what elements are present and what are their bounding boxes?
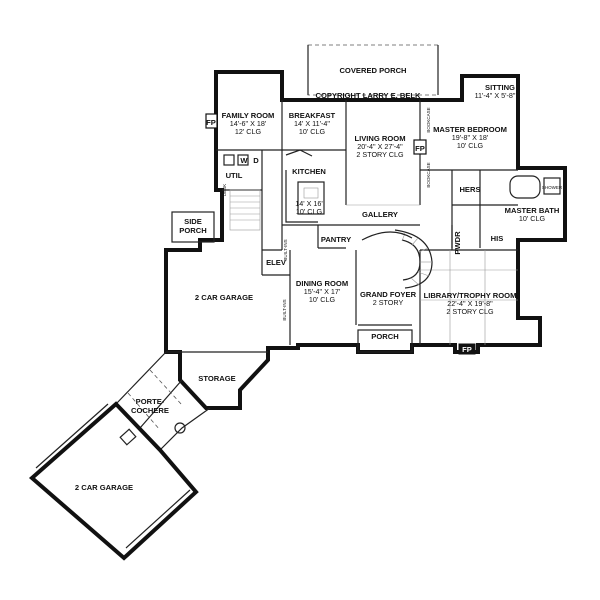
kitchen-clg: 10' CLG (296, 207, 323, 216)
covered-porch-label: COVERED PORCH (339, 66, 406, 75)
kitchen-size: 14' X 16' (295, 199, 323, 208)
family-room-clg: 12' CLG (235, 127, 262, 136)
utility-stair (229, 189, 261, 231)
living-room-clg: 2 STORY CLG (356, 150, 404, 159)
breakfast-clg: 10' CLG (299, 127, 326, 136)
kitchen-cooktop (303, 187, 319, 199)
porte-cochere-label-2: COCHERE (131, 406, 169, 415)
library-clg: 2 STORY CLG (446, 307, 494, 316)
main-house-exterior-wall (164, 70, 567, 410)
garage-door-icon (119, 428, 137, 446)
master-bath-label: MASTER BATH (505, 206, 560, 215)
grand-foyer-clg: 2 STORY (373, 298, 404, 307)
dining-room-label: DINING ROOM (296, 279, 348, 288)
master-bath-clg: 10' CLG (519, 214, 546, 223)
front-porch-label: PORCH (371, 332, 398, 341)
side-porch-label-1: SIDE (184, 217, 202, 226)
grand-foyer-label: GRAND FOYER (360, 290, 417, 299)
living-room-size: 20'-4" X 27'-4" (357, 142, 403, 151)
living-room-fireplace-icon (413, 139, 427, 155)
porte-cochere-label-1: PORTE- (136, 397, 165, 406)
bookcase-label-lower: BOOKCASE (426, 162, 431, 187)
library-fp-label: FP (462, 345, 472, 354)
pantry-label: PANTRY (321, 235, 351, 244)
bookcase-label-upper: BOOKCASE (426, 107, 431, 132)
breakfast-label: BREAKFAST (289, 111, 336, 120)
library-label: LIBRARY/TROPHY ROOM (424, 291, 517, 300)
desk-label: DESK (222, 184, 227, 196)
porte-cochere-columns (127, 369, 183, 431)
his-closet-label: HIS (491, 234, 504, 243)
side-porch-label-2: PORCH (179, 226, 206, 235)
built-ins-label-lower: BUILT-INS (282, 299, 287, 320)
elevator-label: ELEV (266, 258, 287, 267)
hers-closet-label: HERS (459, 185, 480, 194)
interior-walls (166, 100, 518, 353)
front-porch-outline (357, 329, 413, 353)
living-room-fp-label: FP (415, 144, 425, 153)
master-bedroom-size: 19'-8" X 18' (452, 133, 489, 142)
master-bath-tub (509, 175, 541, 199)
sitting-size: 11'-4" X 5'-8" (475, 91, 516, 100)
shower-label: SHOWER (542, 185, 563, 190)
powder-room-label: PWDR (453, 231, 462, 255)
util-label: UTIL (226, 171, 243, 180)
spiral-staircase (394, 229, 433, 289)
sitting-label: SITTING (485, 83, 515, 92)
family-room-fp-label: FP (206, 118, 216, 127)
washer-icon (223, 154, 235, 166)
master-bedroom-label: MASTER BEDROOM (433, 125, 507, 134)
kitchen-counter (285, 149, 318, 223)
copyright-label: COPYRIGHT LARRY E. BELK (315, 91, 421, 100)
built-ins-label-upper: BUILT-INS (283, 239, 288, 260)
family-room-fireplace-icon (205, 113, 218, 129)
kitchen-island (297, 181, 325, 215)
porte-cochere-door-swing (174, 422, 186, 434)
library-grid (346, 204, 518, 345)
library-fireplace-icon (458, 343, 476, 355)
garage-door-line (35, 403, 191, 549)
library-size: 22'-4" X 19'-8" (447, 299, 493, 308)
garage-a-label: 2 CAR GARAGE (195, 293, 253, 302)
master-bath-shower (543, 177, 561, 195)
family-room-label: FAMILY ROOM (222, 111, 275, 120)
washer-label: W (240, 156, 248, 165)
dining-room-clg: 10' CLG (309, 295, 336, 304)
dryer-icon (237, 154, 249, 166)
foyer-arch (361, 231, 413, 241)
breakfast-size: 14' X 11'-4" (294, 119, 330, 128)
storage-label: STORAGE (198, 374, 235, 383)
gallery-label: GALLERY (362, 210, 398, 219)
family-room-size: 14'-6" X 18' (230, 119, 267, 128)
dryer-label: D (253, 156, 259, 165)
detached-garage-exterior-wall (28, 401, 199, 561)
kitchen-label: KITCHEN (292, 167, 326, 176)
living-room-label: LIVING ROOM (354, 134, 405, 143)
side-porch-outline (171, 211, 215, 243)
dining-room-size: 15'-4" X 17' (304, 287, 341, 296)
garage-b-label: 2 CAR GARAGE (75, 483, 133, 492)
master-bedroom-clg: 10' CLG (457, 141, 484, 150)
